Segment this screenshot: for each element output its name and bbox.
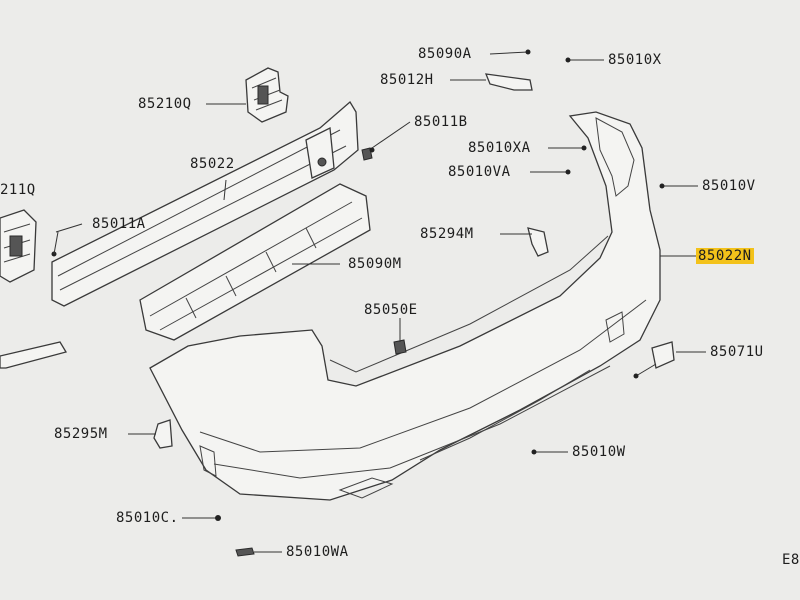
- part-label-85010va: 85010VA: [448, 164, 511, 180]
- part-label-85010v: 85010V: [702, 178, 756, 194]
- bracket-85210q: [245, 67, 289, 123]
- part-label-85011b: 85011B: [414, 114, 468, 130]
- part-label-85294m: 85294M: [420, 226, 474, 242]
- bracket-85295m: [153, 419, 173, 449]
- part-label-85010w: 85010W: [572, 444, 626, 460]
- reflector-85071u: [651, 341, 675, 369]
- part-label-85210q: 85210Q: [138, 96, 192, 112]
- clip-85050e: [393, 339, 407, 355]
- absorber-85090m: [139, 183, 371, 341]
- bracket-85012h: [484, 73, 533, 91]
- part-label-85295m: 85295M: [54, 426, 108, 442]
- part-label-85090a: 85090A: [418, 46, 472, 62]
- clip-85010wa: [235, 547, 255, 557]
- leader-lines: [51, 49, 706, 553]
- part-label-211q: 211Q: [0, 182, 36, 198]
- part-label-85022: 85022: [190, 156, 235, 172]
- part-label-85050e: 85050E: [364, 302, 418, 318]
- bumper-fascia-85022n: [149, 111, 661, 501]
- part-label-85071u: 85071U: [710, 344, 764, 360]
- bracket-211q-partial: [0, 209, 37, 283]
- part-label-85010wa: 85010WA: [286, 544, 349, 560]
- reinforcement-85022: [51, 101, 359, 307]
- part-label-85010c: 85010C.: [116, 510, 179, 526]
- part-label-85011a: 85011A: [92, 216, 146, 232]
- part-label-85010x: 85010X: [608, 52, 662, 68]
- part-label-85010xa: 85010XA: [468, 140, 531, 156]
- part-label-85012h: 85012H: [380, 72, 434, 88]
- bracket-85294m: [527, 227, 549, 257]
- clip-85011b: [361, 147, 373, 161]
- side-strip-left: [0, 341, 68, 369]
- part-label-85090m: 85090M: [348, 256, 402, 272]
- page-code-label: E8: [782, 552, 800, 568]
- part-label-85022n-highlighted: 85022N: [696, 248, 754, 264]
